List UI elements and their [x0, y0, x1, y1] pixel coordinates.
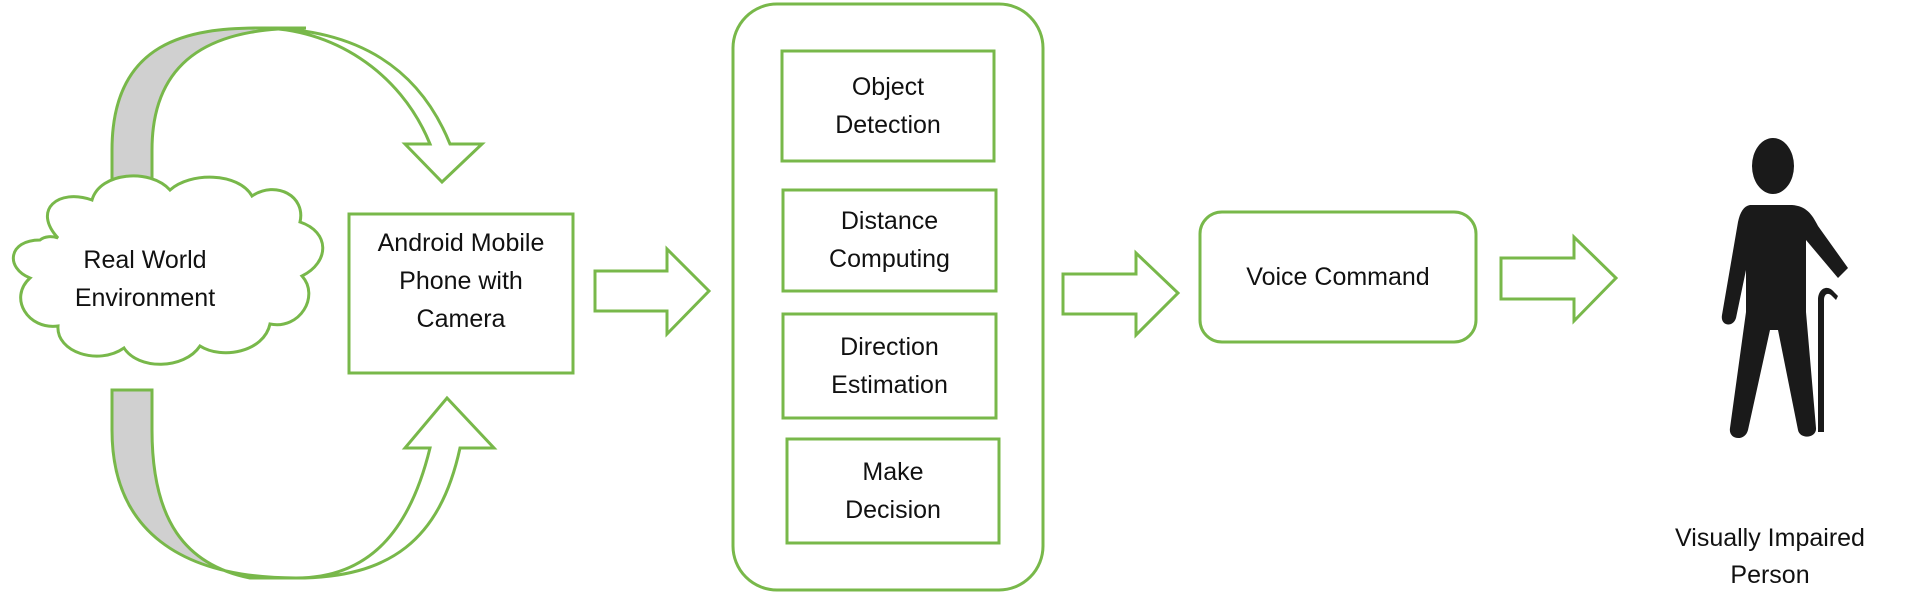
arrow-processing-to-voice	[1061, 249, 1181, 339]
android-phone-box	[347, 212, 575, 375]
person-label: Visually Impaired Person	[1675, 524, 1865, 589]
object-detection-box	[780, 49, 996, 163]
direction-estimation-box	[781, 312, 998, 420]
voice-command-box	[1198, 210, 1478, 344]
top-loop-arrow	[110, 26, 486, 185]
direction-estimation-label: Direction Estimation	[831, 333, 948, 399]
bottom-loop-arrow	[110, 388, 498, 580]
distance-computing-label: Distance Computing	[829, 207, 950, 273]
arrow-voice-to-person	[1499, 233, 1619, 325]
distance-computing-box	[781, 188, 998, 293]
blind-person-with-cane-icon	[1721, 138, 1848, 439]
real-world-cloud	[12, 174, 325, 366]
android-phone-label: Android Mobile Phone with Camera	[377, 229, 545, 333]
arrow-phone-to-processing	[593, 245, 712, 338]
real-world-label: Real World Environment	[74, 246, 216, 312]
object-detection-label: Object Detection	[835, 73, 941, 139]
voice-command-label: Voice Command	[1246, 263, 1430, 291]
make-decision-label: Make Decision	[845, 458, 941, 524]
make-decision-box	[785, 437, 1001, 545]
